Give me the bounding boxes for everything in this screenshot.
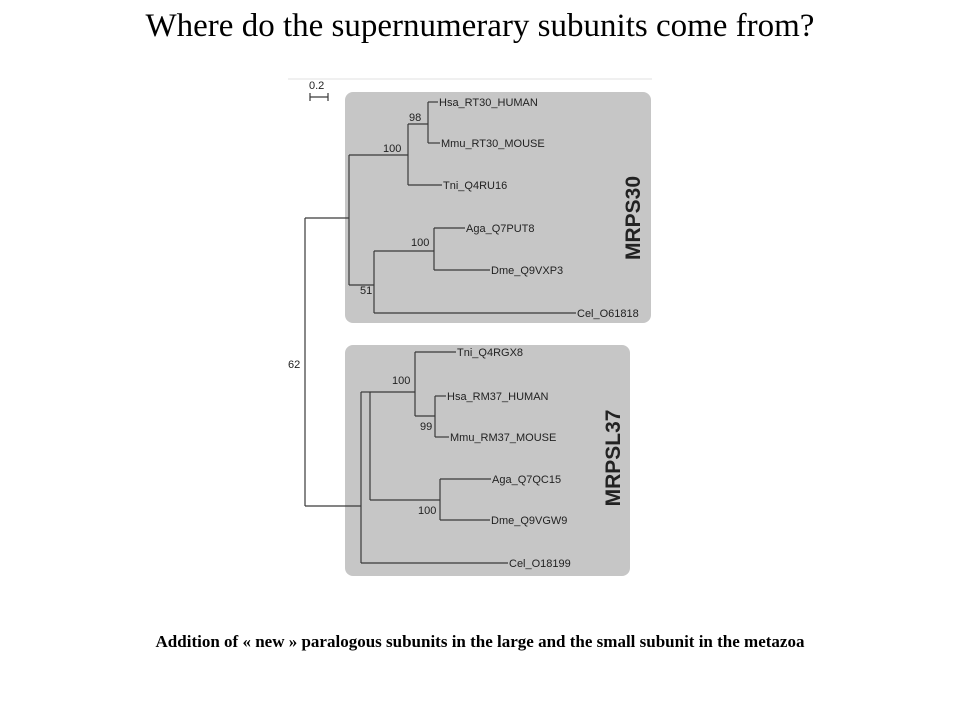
- group-label-mrps30: MRPS30: [622, 176, 645, 260]
- bootstrap-value: 98: [409, 112, 421, 124]
- leaf-label: Tni_Q4RU16: [443, 180, 507, 192]
- bootstrap-value: 100: [392, 375, 410, 387]
- leaf-label: Aga_Q7QC15: [492, 474, 561, 486]
- leaf-label: Tni_Q4RGX8: [457, 347, 523, 359]
- leaf-label: Cel_O18199: [509, 558, 571, 570]
- leaf-label: Mmu_RT30_MOUSE: [441, 138, 545, 150]
- leaf-label: Mmu_RM37_MOUSE: [450, 432, 556, 444]
- bootstrap-value: 100: [383, 143, 401, 155]
- slide-caption: Addition of « new » paralogous subunits …: [155, 632, 805, 651]
- mrpsl37-panel: [345, 345, 630, 576]
- bootstrap-value: 51: [360, 285, 372, 297]
- leaf-label: Hsa_RT30_HUMAN: [439, 97, 538, 109]
- leaf-label: Hsa_RM37_HUMAN: [447, 391, 549, 403]
- root-bootstrap: 62: [288, 359, 300, 371]
- mrps30-panel: [345, 92, 651, 323]
- mrps30-branches: [348, 101, 576, 314]
- bootstrap-value: 99: [420, 421, 432, 433]
- scale-bar: [309, 93, 329, 101]
- leaf-label: Dme_Q9VGW9: [491, 515, 567, 527]
- scale-bar-label: 0.2: [309, 80, 324, 92]
- root-branches: [304, 217, 361, 507]
- leaf-label: Cel_O61818: [577, 308, 639, 320]
- leaf-label: Aga_Q7PUT8: [466, 223, 534, 235]
- bootstrap-value: 100: [418, 505, 436, 517]
- leaf-label: Dme_Q9VXP3: [491, 265, 563, 277]
- slide-title: Where do the supernumerary subunits come…: [145, 8, 815, 44]
- mrpsl37-branches: [360, 351, 508, 564]
- bootstrap-value: 100: [411, 237, 429, 249]
- group-label-mrpsl37: MRPSL37: [602, 410, 625, 507]
